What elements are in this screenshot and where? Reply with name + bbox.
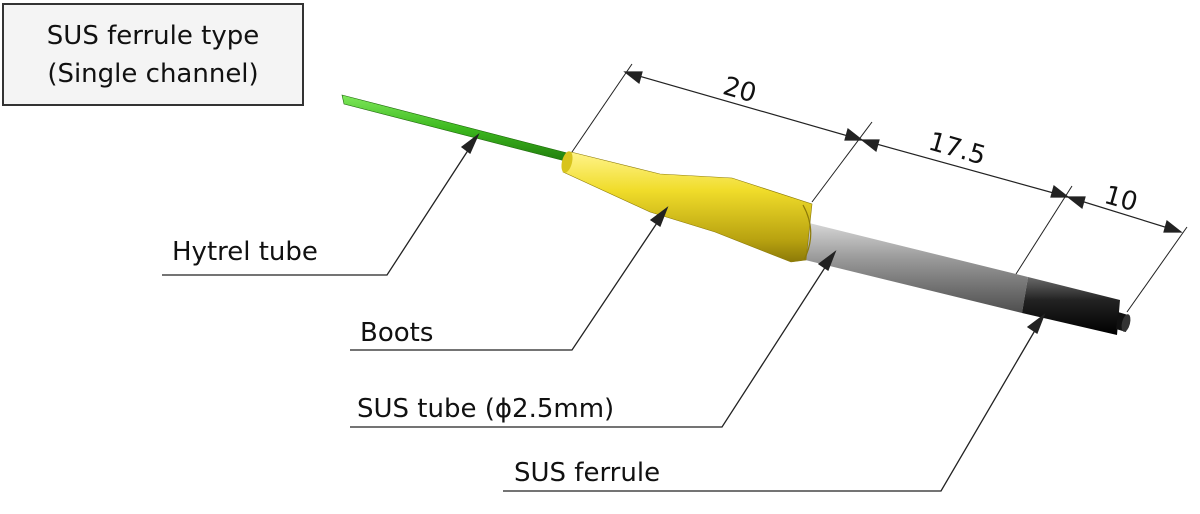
boots (561, 151, 813, 263)
leader-lines (162, 132, 1046, 492)
title-line-2: (Single channel) (47, 58, 259, 89)
sus-ferrule (1022, 277, 1131, 335)
hytrel-tube (341, 94, 574, 164)
label-boots: Boots (360, 318, 434, 348)
title-box: SUS ferrule type (Single channel) (2, 3, 304, 106)
title-line-1: SUS ferrule type (46, 20, 260, 51)
label-sus-ferrule: SUS ferrule (514, 458, 661, 488)
dim-boots-length: 20 (720, 71, 760, 109)
label-sus-tube: SUS tube (ϕ2.5mm) (357, 394, 615, 424)
extension-lines (571, 63, 1188, 313)
label-hytrel-tube: Hytrel tube (172, 237, 318, 267)
dim-ferrule-length: 10 (1101, 180, 1141, 218)
dimension-lines (623, 71, 1183, 233)
dim-tube-length: 17.5 (925, 127, 989, 172)
